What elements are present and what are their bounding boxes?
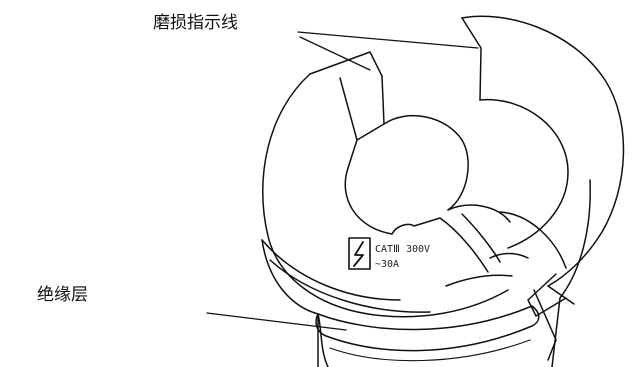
rating-line-1: CATⅢ 300V	[375, 244, 430, 255]
high-voltage-icon	[348, 237, 371, 270]
insulation-leader-line	[206, 312, 347, 331]
wear-indicator-label: 磨损指示线	[153, 13, 238, 33]
left-jaw	[261, 51, 529, 318]
insulation-layer-label: 绝缘层	[37, 285, 88, 305]
wear-indicator-leader-line	[297, 31, 479, 49]
clamp-body-outline	[261, 179, 591, 367]
wear-indicator-leader-line	[299, 36, 371, 71]
rating-line-2: ~30A	[375, 259, 399, 270]
right-jaw	[461, 15, 625, 361]
jaw-gap-lines	[439, 213, 501, 273]
insulation-layer-band	[315, 305, 540, 362]
